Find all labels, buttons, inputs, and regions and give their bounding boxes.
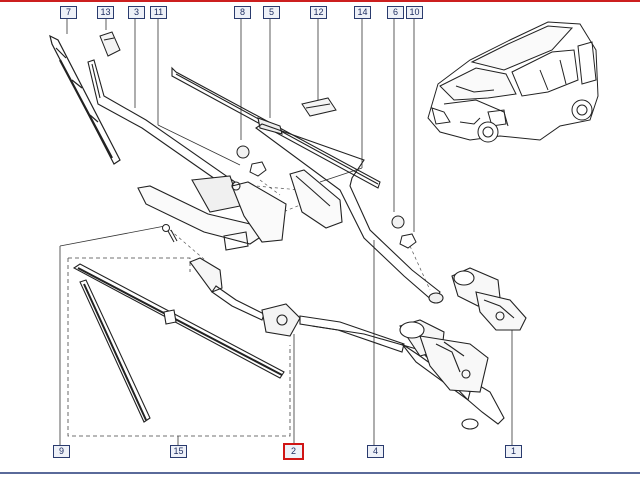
wiper-arm-left: [87, 59, 236, 189]
pivot-bracket-right: [289, 169, 343, 229]
car-illustration: [427, 21, 599, 143]
callout-9[interactable]: 9: [53, 445, 70, 458]
callout-15[interactable]: 15: [170, 445, 187, 458]
wiper-linkage: [189, 257, 505, 430]
callout-14[interactable]: 14: [354, 6, 371, 19]
nut-right: [391, 215, 417, 249]
wiper-motor: [451, 267, 527, 331]
bolt: [162, 224, 178, 243]
callout-3[interactable]: 3: [128, 6, 145, 19]
callout-10[interactable]: 10: [406, 6, 423, 19]
wiper-arm-right: [255, 123, 444, 304]
callout-7[interactable]: 7: [60, 6, 77, 19]
callout-5[interactable]: 5: [263, 6, 280, 19]
top-rule: [0, 0, 640, 2]
motor-assembly: [399, 319, 489, 393]
pivot-bracket-left: [137, 175, 287, 251]
wiper-blade-right: [171, 66, 381, 189]
callout-2-highlighted[interactable]: 2: [283, 443, 304, 460]
callout-13[interactable]: 13: [97, 6, 114, 19]
leader-lines: [59, 18, 513, 445]
callout-11[interactable]: 11: [150, 6, 167, 19]
kit-outline: [67, 257, 291, 437]
arm-cap-left: [99, 31, 121, 57]
wiper-blade-left: [49, 34, 121, 165]
bottom-rule: [0, 472, 640, 474]
blade-kit: [72, 263, 285, 423]
arm-cap-right: [301, 97, 337, 117]
callout-8[interactable]: 8: [234, 6, 251, 19]
callout-6[interactable]: 6: [387, 6, 404, 19]
callout-12[interactable]: 12: [310, 6, 327, 19]
callout-4[interactable]: 4: [367, 445, 384, 458]
callout-1[interactable]: 1: [505, 445, 522, 458]
nut-left: [236, 145, 267, 177]
